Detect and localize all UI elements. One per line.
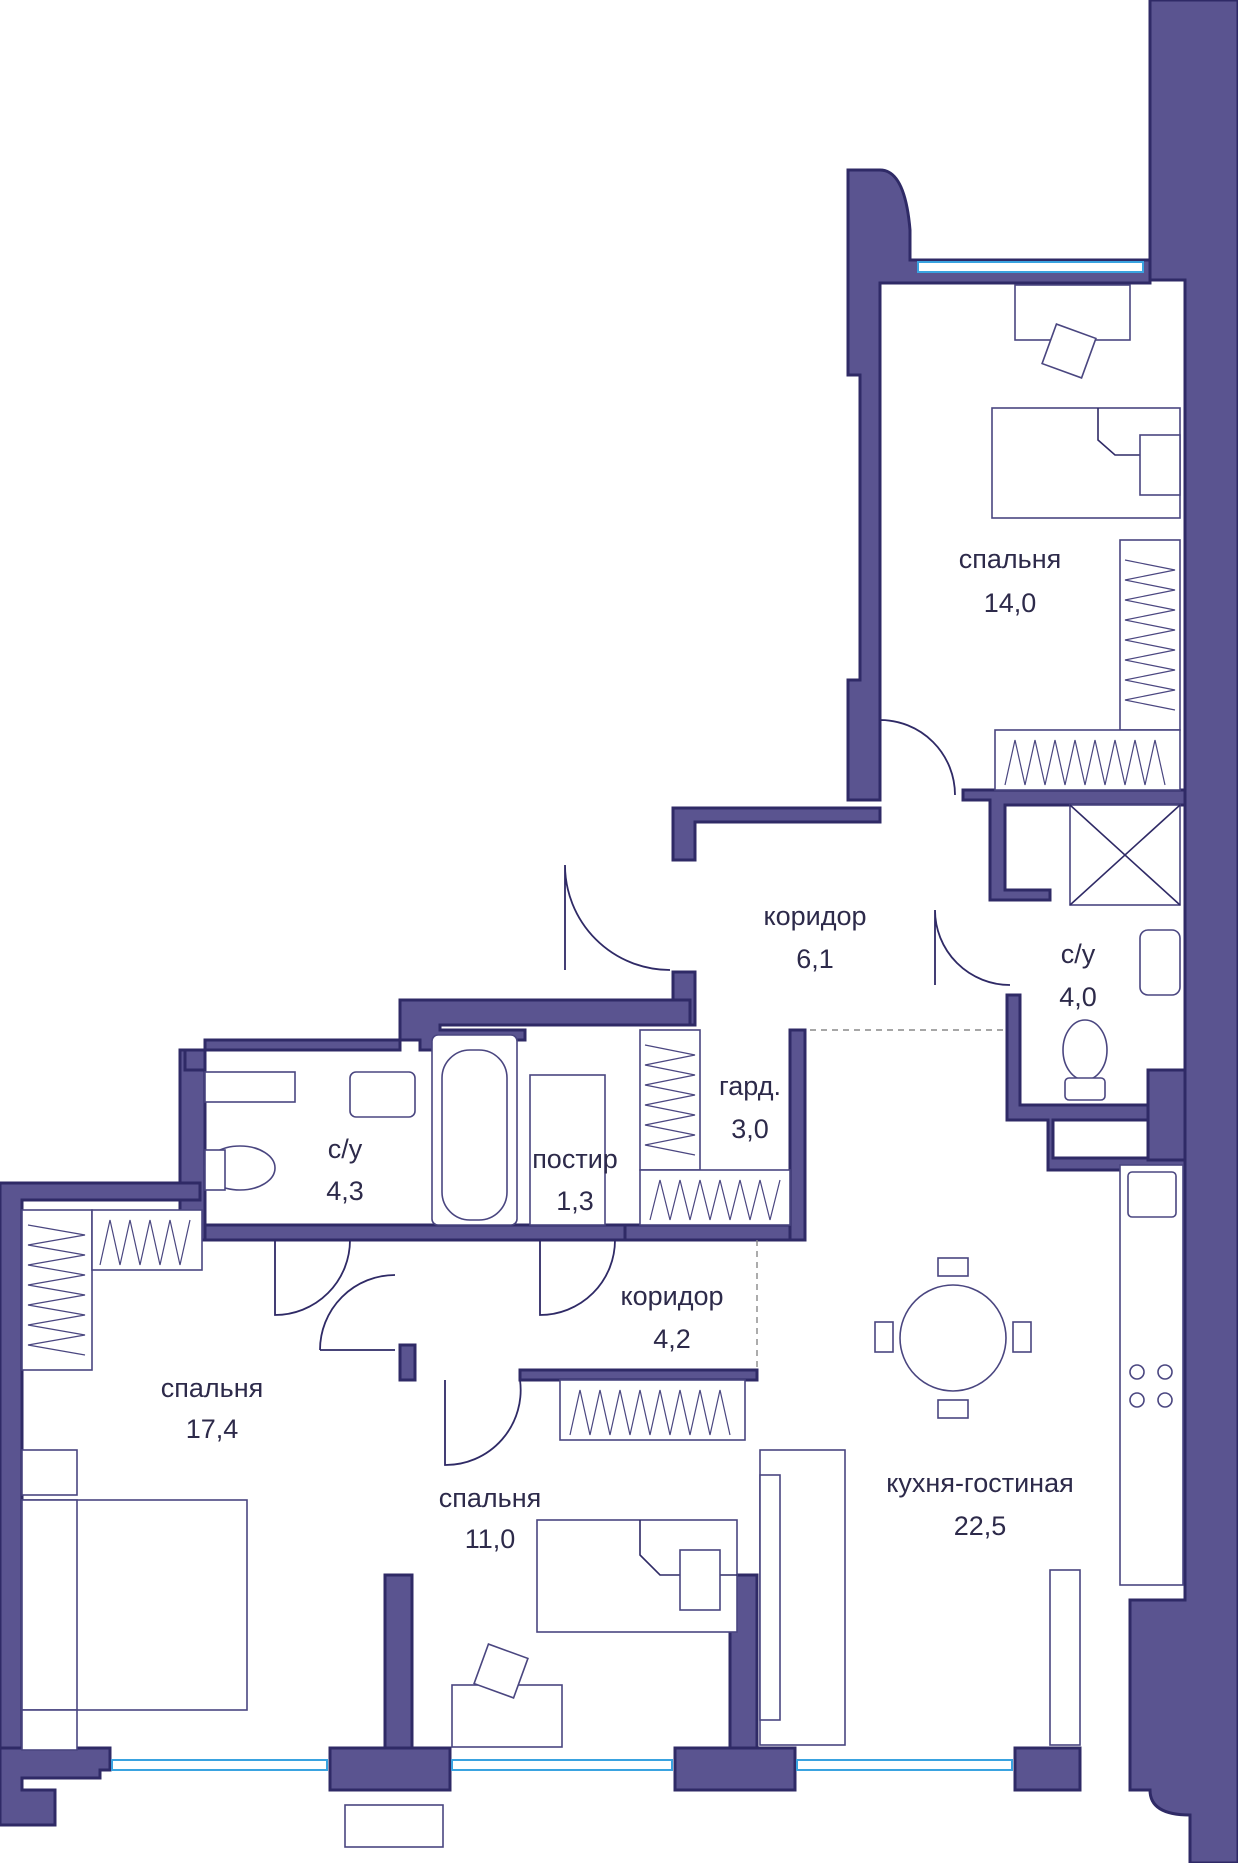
kitchen-counter [1119,1164,1184,1586]
chair-mid [473,1643,529,1699]
hob-2 [1157,1364,1173,1380]
label-corridor-low-area: 4,2 [653,1324,691,1354]
dining-chair-top [937,1257,969,1277]
wardrobe-top-hatch [1004,559,1176,786]
hob-1 [1129,1364,1145,1380]
door-bedroom-left [319,1274,396,1351]
wall-bath-right-low [1005,993,1187,1172]
bath-left-cabinet [204,1071,296,1103]
label-bedroom-mid-name: спальня [439,1483,542,1513]
wardrobe-mid [559,1379,746,1441]
door-bath-left [274,1239,351,1316]
window-bottom-right [796,1759,1013,1771]
sink-left [349,1071,416,1118]
label-kitchen-name: кухня-гостиная [886,1468,1073,1498]
door-bedroom-mid [444,1379,522,1466]
wall-bath-right-col [1146,1068,1187,1162]
window-bottom-mid [451,1759,673,1771]
furniture [21,284,1184,1848]
wardrobe-mid-hatch [569,1389,731,1436]
exterior-wall-right [1128,0,1238,1863]
wall-corridor-top [671,806,882,862]
room-labels: спальня 14,0 коридор 6,1 с/у 4,0 гард. 3… [161,544,1097,1554]
bed-left-pillows [21,1499,78,1711]
label-bath-right-area: 4,0 [1059,982,1097,1012]
label-laundry-area: 1,3 [556,1186,594,1216]
wardrobe-top-horizontal [994,729,1181,791]
label-wardrobe-name: гард. [719,1071,781,1101]
nightstand-left-bottom [21,1709,78,1751]
label-bedroom-top-area: 14,0 [984,588,1037,618]
door-bath-right [934,909,1011,986]
wall-bath-left-bottom [203,1223,637,1242]
label-corridor-low-name: коридор [620,1281,723,1311]
wardrobe-storage-hatch [644,1044,781,1221]
shower-diagonals [1069,804,1181,906]
wall-top-bedroom [846,168,1152,802]
window-top [917,261,1144,273]
chair-top [1041,323,1097,379]
tv-unit [1049,1569,1081,1746]
wardrobe-left-hatch [27,1219,191,1356]
wall-left-exterior [0,1181,202,1750]
wall-bath-right [961,788,1187,902]
label-bedroom-left-name: спальня [161,1373,264,1403]
door-laundry [539,1239,616,1316]
wall-bottom-seg2 [673,1746,797,1792]
sofa-back [759,1474,781,1721]
dining-chair-bottom [937,1399,969,1419]
label-wardrobe-area: 3,0 [731,1114,769,1144]
wall-bottom-seg1 [328,1746,452,1792]
window-bottom-left [111,1759,328,1771]
kitchen-sink [1127,1171,1177,1218]
label-kitchen-area: 22,5 [954,1511,1007,1541]
doors [274,719,1011,1466]
sink-right [1139,929,1181,996]
toilet-right-tank [1064,1077,1106,1101]
label-laundry-name: постир [532,1144,618,1174]
label-bedroom-top-name: спальня [959,544,1062,574]
toilet-left-tank [204,1149,226,1191]
wall-mid-partition [398,1343,417,1382]
wall-bottom-exterior [0,1746,112,1827]
hob-3 [1129,1392,1145,1408]
dining-table [899,1284,1007,1392]
nightstand-left-top [21,1449,78,1496]
washer-shelf [529,1074,606,1226]
dining-chair-left [874,1321,894,1353]
label-corridor-top-name: коридор [763,901,866,931]
toilet-right [1062,1019,1108,1081]
windows [111,261,1144,1771]
bathtub-inner [441,1049,508,1221]
label-corridor-top-area: 6,1 [796,944,834,974]
door-entrance [564,864,671,971]
label-bedroom-left-area: 17,4 [186,1414,239,1444]
wall-bedroom-mid-top [518,1368,759,1382]
wall-bedroom-left-right [383,1573,414,1762]
label-bath-right-name: с/у [1061,939,1096,969]
label-bath-left-area: 4,3 [326,1176,364,1206]
wardrobe-storage-bottom [639,1169,791,1226]
wall-storage-side [788,1028,807,1242]
bed-mid-pillow [679,1549,721,1611]
bed-top-pillow [1139,434,1181,496]
dining-chair-right [1012,1321,1032,1353]
label-bedroom-mid-area: 11,0 [465,1524,516,1554]
label-bath-left-name: с/у [328,1134,363,1164]
wall-bottom-seg3 [1013,1746,1082,1792]
drying-rack [344,1804,444,1848]
hob-4 [1157,1392,1173,1408]
wall-left-bath-top [183,1048,207,1072]
door-bedroom-top [879,719,956,796]
wall-storage-bottom [623,1223,807,1242]
